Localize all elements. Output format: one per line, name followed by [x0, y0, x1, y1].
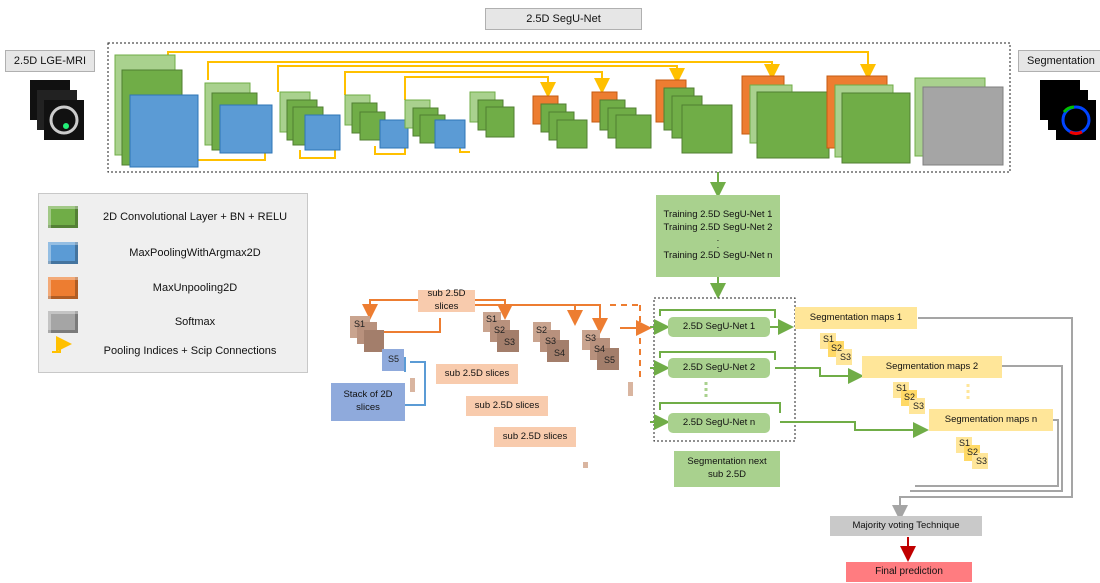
mapn-s1: S1 [959, 438, 971, 448]
legend-label-unpool: MaxUnpooling2D [152, 282, 238, 294]
legend-label-maxpool: MaxPoolingWithArgmax2D [129, 247, 261, 259]
softmax-swatch [48, 311, 78, 333]
seg-maps-1: Segmentation maps 1 [795, 307, 917, 329]
seg-maps-2: Segmentation maps 2 [862, 356, 1002, 378]
slice-label-g2a: S2 [536, 325, 548, 335]
training-line-dot-2: . [716, 240, 720, 252]
encoder-blocks [114, 54, 515, 168]
segmentation-next: Segmentation next sub 2.5D [674, 451, 780, 487]
map2-s3: S3 [913, 401, 925, 411]
output-segmentation-image [1040, 80, 1096, 140]
segunet-2: 2.5D SegU-Net 2 [668, 358, 770, 378]
legend-label-conv: 2D Convolutional Layer + BN + RELU [102, 211, 288, 223]
legend-item-unpool [48, 277, 78, 299]
training-line-1: Training 2.5D SegU-Net 1 [663, 209, 773, 221]
map2-s1: S1 [896, 383, 908, 393]
legend-label-softmax: Softmax [174, 316, 216, 328]
training-line-n: Training 2.5D SegU-Net n [663, 250, 773, 261]
skip-connections [167, 51, 876, 161]
seg-map-thumbnails [820, 333, 988, 469]
map1-s2: S2 [831, 343, 843, 353]
voting-lines [892, 317, 1073, 521]
training-line-dot-1: . [716, 232, 720, 244]
sub-slices-2: sub 2.5D slices [466, 396, 548, 416]
training-line-2: Training 2.5D SegU-Net 2 [663, 222, 773, 233]
slice-stacks [350, 312, 633, 468]
slice-label-g1b: S2 [494, 325, 506, 335]
decoder-blocks [532, 75, 1004, 166]
network-title: 2.5D SegU-Net [485, 8, 642, 30]
legend-item-maxpool [48, 242, 78, 264]
map1-s3: S3 [840, 352, 852, 362]
legend-item-conv [48, 206, 78, 228]
conv-swatch [48, 206, 78, 228]
map2-s2: S2 [904, 392, 916, 402]
slice-label-g3b: S4 [594, 344, 606, 354]
maxpool-swatch [48, 242, 78, 264]
unpool-swatch [48, 277, 78, 299]
input-label: 2.5D LGE-MRI [5, 50, 95, 72]
slice-label-g3a: S3 [585, 333, 597, 343]
output-label: Segmentation [1018, 50, 1100, 72]
final-prediction: Final prediction [846, 562, 972, 582]
legend-panel [38, 193, 308, 373]
segunet-n: 2.5D SegU-Net n [668, 413, 770, 433]
network-frame [107, 42, 1011, 173]
sub-slices-1: sub 2.5D slices [436, 364, 518, 384]
segunet-1: 2.5D SegU-Net 1 [668, 317, 770, 337]
slice-label-g1c: S3 [504, 337, 516, 347]
map1-s1: S1 [823, 334, 835, 344]
mapn-s2: S2 [967, 447, 979, 457]
sub-slices-top: sub 2.5D slices [418, 288, 475, 312]
legend-label-skip: Pooling Indices + Scip Connections [103, 345, 277, 357]
sub-slices-3: sub 2.5D slices [494, 427, 576, 447]
majority-voting: Majority voting Technique [830, 516, 982, 536]
slice-label-s1: S1 [354, 319, 366, 329]
seg-maps-n: Segmentation maps n [929, 409, 1053, 431]
slice-label-g1a: S1 [486, 314, 498, 324]
slice-label-g3c: S5 [604, 355, 616, 365]
mapn-s3: S3 [976, 456, 988, 466]
slice-label-s5: S5 [388, 354, 400, 364]
training-box: Training 2.5D SegU-Net 1 Training 2.5D S… [656, 195, 780, 277]
legend-item-softmax [48, 311, 78, 333]
slice-label-g2c: S4 [554, 348, 566, 358]
slice-label-g2b: S3 [545, 336, 557, 346]
segunet-arrows [650, 309, 929, 438]
stack-of-slices: Stack of 2D slices [331, 383, 405, 421]
input-mri-image [30, 80, 84, 140]
sub-slice-arrows [362, 299, 652, 380]
